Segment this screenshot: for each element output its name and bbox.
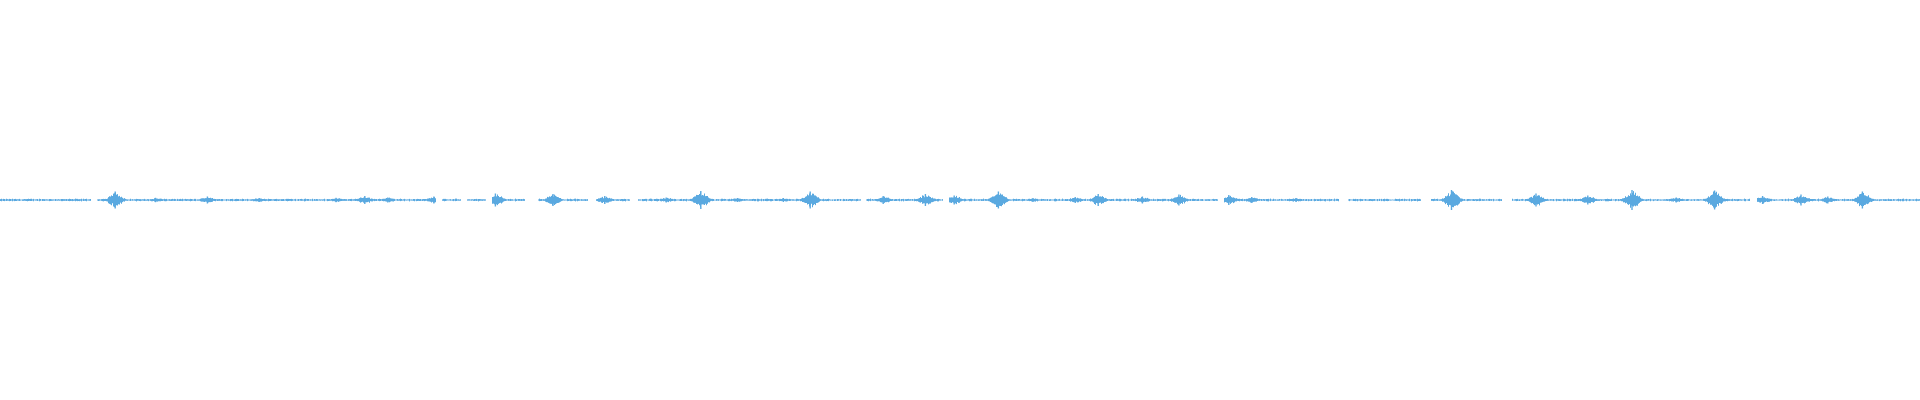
- waveform-view[interactable]: [0, 0, 1920, 400]
- audio-waveform[interactable]: [0, 0, 1920, 400]
